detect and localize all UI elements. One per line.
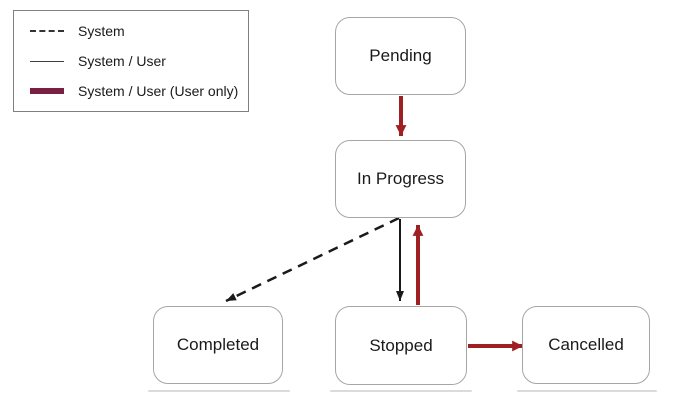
state-cancelled: Cancelled bbox=[522, 306, 650, 384]
legend-label: System / User (User only) bbox=[78, 83, 239, 99]
arrow-inprogress-to-completed bbox=[225, 216, 400, 303]
legend-item-system: System bbox=[30, 16, 248, 46]
shadow-artifact bbox=[148, 390, 290, 392]
thick-line-icon bbox=[30, 88, 64, 94]
shadow-artifact bbox=[517, 390, 657, 392]
legend: System System / User System / User (User… bbox=[13, 10, 249, 112]
solid-line-icon bbox=[30, 60, 64, 62]
legend-item-system-user: System / User bbox=[30, 46, 248, 76]
legend-item-user-only: System / User (User only) bbox=[30, 76, 248, 106]
legend-label: System bbox=[78, 23, 125, 39]
state-pending: Pending bbox=[335, 17, 466, 95]
legend-label: System / User bbox=[78, 53, 166, 69]
dashed-line-icon bbox=[30, 30, 64, 32]
state-in-progress: In Progress bbox=[335, 140, 466, 218]
shadow-artifact bbox=[330, 390, 472, 392]
state-completed: Completed bbox=[153, 306, 283, 384]
state-stopped: Stopped bbox=[335, 306, 467, 385]
